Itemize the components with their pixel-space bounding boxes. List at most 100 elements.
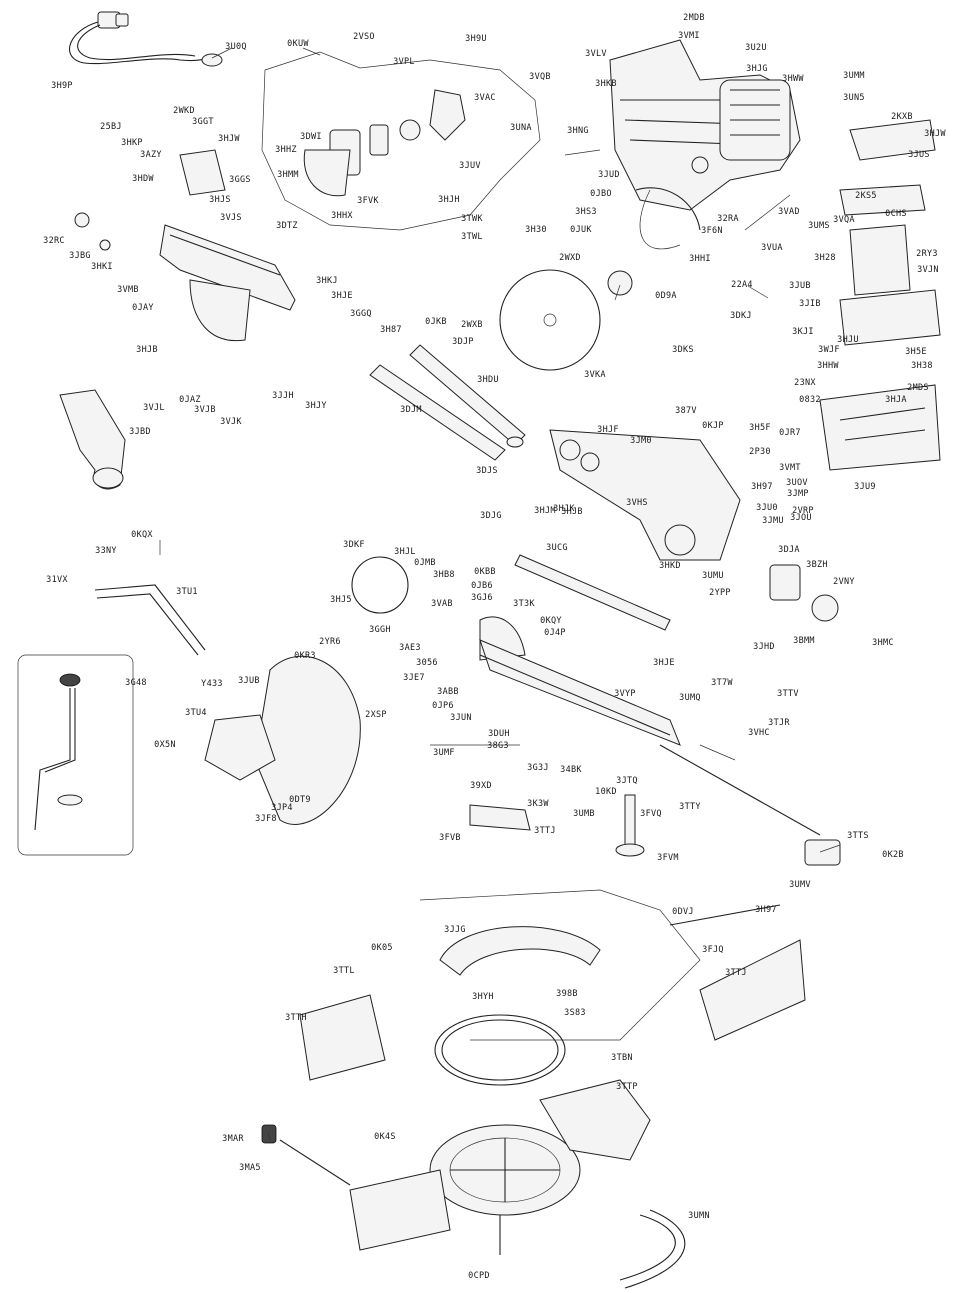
part-label: 0JBO xyxy=(590,189,612,199)
part-label: 3JUB xyxy=(789,281,811,291)
part-label: 2MDS xyxy=(907,383,929,393)
part-label: 3H5E xyxy=(905,347,927,357)
power-cord xyxy=(69,11,223,67)
part-label: 3WJF xyxy=(818,345,840,355)
part-label: 3HKP xyxy=(121,138,143,148)
part-label: 3HYH xyxy=(472,992,494,1002)
part-label: 3HJH xyxy=(438,195,460,205)
part-label: 3TWK xyxy=(461,214,483,224)
part-label: 3JOU xyxy=(790,513,812,523)
part-label: 0CPD xyxy=(468,1271,490,1281)
part-label: 0K05 xyxy=(371,943,393,953)
slide-body xyxy=(549,429,839,622)
part-label: 3TJR xyxy=(768,718,790,728)
part-label: 3TWL xyxy=(461,232,483,242)
part-label: 3HHW xyxy=(817,361,839,371)
part-label: 3JBD xyxy=(129,427,151,437)
part-label: 3UOV xyxy=(786,478,808,488)
part-label: 3H87 xyxy=(380,325,402,335)
part-label: 3JIB xyxy=(799,299,821,309)
part-label: 2P30 xyxy=(749,447,771,457)
part-label: 25BJ xyxy=(100,122,122,132)
part-label: 0JKB xyxy=(425,317,447,327)
part-label: 3JE7 xyxy=(403,673,425,683)
part-label: 3HB8 xyxy=(433,570,455,580)
part-label: 3UNA xyxy=(510,123,532,133)
part-label: 3HJE xyxy=(331,291,353,301)
part-label: 3H97 xyxy=(755,905,777,915)
part-label: 3DJS xyxy=(476,466,498,476)
part-label: 3VPL xyxy=(393,57,415,67)
part-label: 3JF8 xyxy=(255,814,277,824)
part-label: 2MDB xyxy=(683,13,705,23)
turntable-rail xyxy=(479,639,841,866)
part-label: 3HMC xyxy=(872,638,894,648)
part-label: 3ABB xyxy=(437,687,459,697)
part-label: 3VQB xyxy=(529,72,551,82)
part-label: 0DT9 xyxy=(289,795,311,805)
part-label: 3FVM xyxy=(657,853,679,863)
part-label: 3H9P xyxy=(51,81,73,91)
handle-assembly xyxy=(17,584,206,856)
part-label: 3MA5 xyxy=(239,1163,261,1173)
part-label: 0DVJ xyxy=(672,907,694,917)
part-label: 0CHS xyxy=(885,209,907,219)
part-label: 387V xyxy=(675,406,697,416)
part-label: 3TTV xyxy=(777,689,799,699)
part-label: 3BZH xyxy=(806,560,828,570)
part-label: 3H97 xyxy=(751,482,773,492)
part-label: 3H38 xyxy=(911,361,933,371)
part-label: 0K2B xyxy=(882,850,904,860)
part-label: 3G48 xyxy=(125,678,147,688)
saw-blade xyxy=(499,269,601,371)
part-label: 2XSP xyxy=(365,710,387,720)
part-label: 3HJK xyxy=(553,504,575,514)
part-label: 33NY xyxy=(95,546,117,556)
part-label: 3JM0 xyxy=(630,436,652,446)
part-label: 39XD xyxy=(470,781,492,791)
part-label: 3JU0 xyxy=(756,503,778,513)
part-label: 3FVK xyxy=(357,196,379,206)
part-label: 3DUH xyxy=(488,729,510,739)
part-label: 3GGQ xyxy=(350,309,372,319)
part-label: 3TU4 xyxy=(185,708,207,718)
bevel-bracket xyxy=(819,119,941,471)
part-label: 3GGT xyxy=(192,117,214,127)
part-label: 3HJB xyxy=(136,345,158,355)
part-label: 3GGS xyxy=(229,175,251,185)
part-label: 3VLV xyxy=(585,49,607,59)
blade-guard xyxy=(204,556,526,825)
part-label: 3HJS xyxy=(209,195,231,205)
part-label: 3KJI xyxy=(792,327,814,337)
part-label: 398B xyxy=(556,989,578,999)
part-label: 3TTJ xyxy=(534,826,556,836)
part-label: 3VJS xyxy=(220,213,242,223)
part-label: 3VKA xyxy=(584,370,606,380)
part-label: 3056 xyxy=(416,658,438,668)
switch-assembly xyxy=(303,89,466,197)
part-label: 3H9U xyxy=(465,34,487,44)
part-label: 3UMM xyxy=(843,71,865,81)
guide-rail xyxy=(514,554,671,631)
part-label: 3HMM xyxy=(277,170,299,180)
part-label: 3GGH xyxy=(369,625,391,635)
part-label: 2VRP xyxy=(792,506,814,516)
part-label: 31VX xyxy=(46,575,68,585)
part-label: 3VJN xyxy=(917,265,939,275)
part-label: 2WKD xyxy=(173,106,195,116)
part-label: 3UN5 xyxy=(843,93,865,103)
part-label: 3VMI xyxy=(678,31,700,41)
part-label: 3UMV xyxy=(789,880,811,890)
part-label: 2WXD xyxy=(559,253,581,263)
part-label: 22A4 xyxy=(731,280,753,290)
part-label: 3UMN xyxy=(688,1211,710,1221)
part-label: 0KQY xyxy=(540,616,562,626)
part-label: 3H28 xyxy=(814,253,836,263)
part-label: 3TBN xyxy=(611,1053,633,1063)
part-label: 3JUN xyxy=(450,713,472,723)
part-label: 32RA xyxy=(717,214,739,224)
part-label: 3HKB xyxy=(595,79,617,89)
part-label: 3JJG xyxy=(444,925,466,935)
part-label: 3AZY xyxy=(140,150,162,160)
